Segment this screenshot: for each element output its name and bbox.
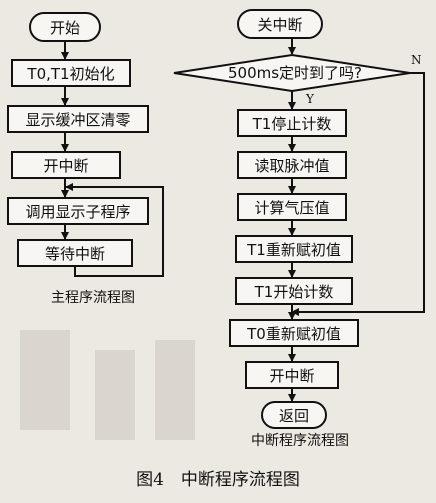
int-t1-reload-box xyxy=(235,235,353,263)
main-clear-buffer-text: 显示缓冲区清零 xyxy=(25,111,130,129)
int-t1-start-box xyxy=(235,277,353,305)
main-init-box xyxy=(11,59,131,87)
main-call-display-box xyxy=(7,197,149,225)
int-enable-interrupt-text: 开中断 xyxy=(269,367,314,385)
interrupt-program-caption: 中断程序流程图 xyxy=(251,433,349,449)
int-t1-stop-box xyxy=(237,109,347,137)
main-clear-buffer-box xyxy=(7,105,149,133)
int-no-branch-line xyxy=(291,72,425,316)
int-yes-label: Y xyxy=(305,92,315,106)
int-return-text: 返回 xyxy=(279,407,309,425)
int-t1-start-text: T1开始计数 xyxy=(254,283,334,301)
main-program-flowchart: 开始 T0,T1初始化 显示缓冲区清零 开中断 调用显示子程序 等待中断 主程序… xyxy=(7,12,164,306)
int-no-label: N xyxy=(411,53,422,67)
scan-background xyxy=(20,330,195,440)
int-decision-text: 500ms定时到了吗? xyxy=(228,64,362,82)
main-call-display-text: 调用显示子程序 xyxy=(25,203,130,221)
interrupt-program-flowchart: 关中断 500ms定时到了吗? Y N T1停止计数 读取脉冲值 计算气压值 T… xyxy=(173,9,425,449)
int-calc-pressure-box xyxy=(237,193,347,221)
int-t0-reload-text: T0重新赋初值 xyxy=(246,325,341,343)
int-read-pulse-text: 读取脉冲值 xyxy=(254,157,329,175)
int-read-pulse-box xyxy=(237,151,347,179)
main-wait-interrupt-text: 等待中断 xyxy=(45,245,105,263)
main-start-text: 开始 xyxy=(50,19,80,37)
int-disable-text: 关中断 xyxy=(257,16,302,34)
int-disable-terminator xyxy=(237,9,323,39)
main-loop-back-line xyxy=(65,183,164,277)
int-t1-reload-text: T1重新赋初值 xyxy=(246,241,341,259)
int-calc-pressure-text: 计算气压值 xyxy=(254,199,329,217)
int-t1-stop-text: T1停止计数 xyxy=(252,115,332,133)
main-program-caption: 主程序流程图 xyxy=(51,290,135,306)
main-enable-interrupt-text: 开中断 xyxy=(43,157,88,175)
main-enable-interrupt-box xyxy=(11,151,121,179)
int-t0-reload-box xyxy=(229,319,359,347)
figure-caption: 图4 中断程序流程图 xyxy=(136,470,300,490)
int-return-terminator xyxy=(261,401,327,429)
main-init-text: T0,T1初始化 xyxy=(26,65,114,83)
